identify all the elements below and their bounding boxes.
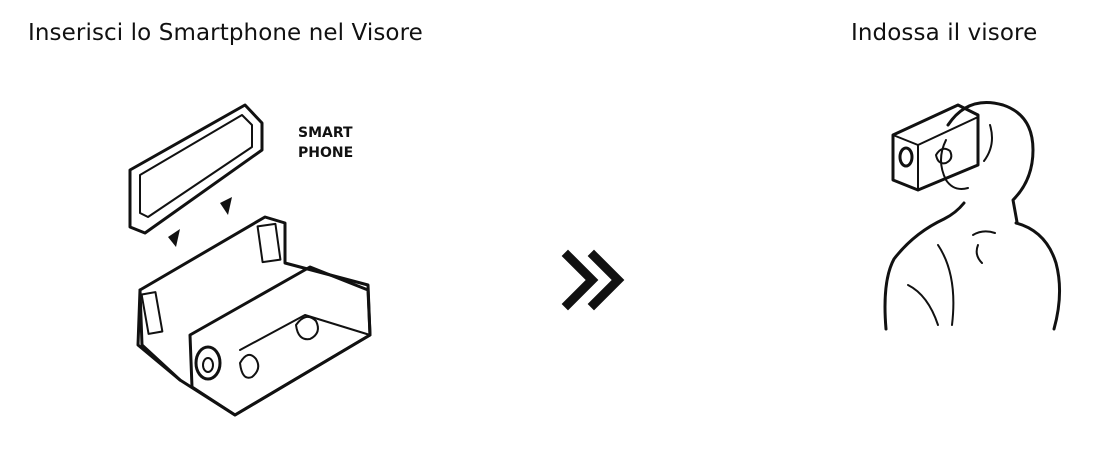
cardboard-viewer-icon	[136, 215, 372, 417]
step-2-title: Indossa il visore	[851, 20, 1038, 46]
double-chevron-right-icon	[561, 249, 625, 311]
down-arrow-icon	[220, 197, 232, 215]
step-1-title: Inserisci lo Smartphone nel Visore	[28, 20, 423, 46]
down-arrow-icon	[168, 229, 180, 247]
smartphone-label-line1: SMART	[298, 125, 353, 141]
cardboard-viewer-icon	[891, 103, 980, 192]
person-icon	[883, 101, 1062, 331]
person-wearing-viewer-illustration	[883, 101, 1062, 331]
smartphone-icon	[128, 103, 264, 235]
phone-into-cardboard-illustration: SMART PHONE	[128, 103, 372, 417]
smartphone-label-line2: PHONE	[298, 145, 353, 161]
